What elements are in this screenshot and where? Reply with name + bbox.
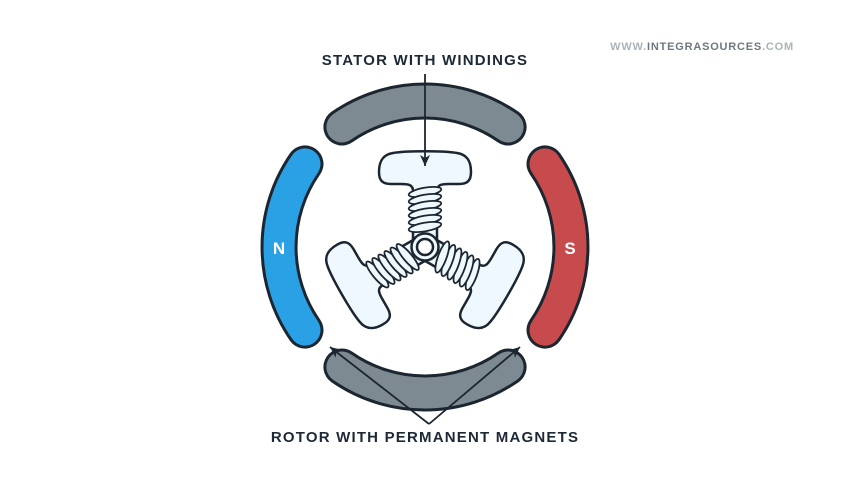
watermark: WWW.INTEGRASOURCES.COM	[610, 41, 794, 53]
rotor-arrow-left	[329, 346, 430, 425]
magnet-north-letter: N	[273, 239, 285, 258]
stator-label: STATOR WITH WINDINGS	[321, 52, 529, 69]
rotor-label: ROTOR WITH PERMANENT MAGNETS	[270, 429, 580, 446]
annotation-arrows	[329, 74, 521, 425]
rotor-arrow-right	[428, 346, 521, 425]
watermark-prefix: WWW.	[610, 41, 647, 53]
stator	[317, 150, 533, 336]
magnet-south	[529, 148, 587, 346]
magnet-north	[263, 148, 321, 346]
watermark-suffix: .COM	[762, 41, 794, 53]
rotor-segment-bottom	[326, 351, 524, 409]
shaft-hole	[415, 237, 435, 257]
watermark-brand: INTEGRASOURCES	[646, 41, 763, 53]
magnet-south-letter: S	[564, 239, 575, 258]
